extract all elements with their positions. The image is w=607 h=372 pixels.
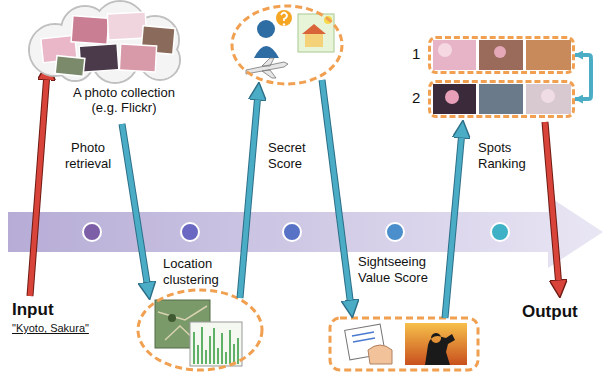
ranking-photos — [433, 40, 571, 114]
blossom — [445, 90, 459, 104]
cluster-bars — [229, 330, 231, 364]
step-dot — [83, 223, 101, 241]
map-cluster-figure — [138, 290, 262, 370]
query-label: "Kyoto, Sakura" — [12, 321, 89, 335]
output-arrow-outline — [545, 122, 559, 287]
photo — [433, 40, 476, 70]
ranking-box: 2 — [428, 80, 575, 118]
hand — [368, 345, 392, 364]
collection-caption: A photo collection (e.g. Flickr) — [62, 85, 186, 115]
timeline-band — [8, 196, 603, 268]
step-arrow-outline — [240, 93, 258, 298]
step-arrow-outline — [322, 80, 351, 307]
process-arrows — [30, 73, 559, 318]
step-label: Secret Score — [268, 140, 318, 172]
step-arrow — [240, 93, 258, 298]
blossom — [541, 89, 555, 103]
step-label: Spots Ranking — [478, 140, 534, 172]
person-body — [254, 46, 279, 58]
photo — [107, 12, 146, 40]
cluster-bars — [201, 327, 203, 364]
photo — [479, 40, 523, 70]
photo — [526, 84, 571, 114]
output-label: Output — [522, 302, 578, 322]
cluster-bars — [197, 345, 199, 364]
house-wall — [305, 34, 323, 47]
photo — [55, 56, 85, 77]
step-label: Location clustering — [163, 256, 233, 288]
rank-number: 2 — [412, 90, 420, 105]
photographer-picture — [405, 323, 467, 365]
question-dot — [283, 23, 285, 25]
cluster-bars — [221, 333, 223, 364]
map-cluster — [168, 314, 176, 322]
input-label: Input — [12, 300, 54, 320]
step-arrow-outline — [122, 124, 148, 289]
blossom — [494, 46, 506, 58]
cluster-bars — [225, 352, 227, 364]
cloud-outline — [20, 5, 185, 83]
cluster-bars — [233, 344, 235, 364]
cluster-bars — [213, 328, 215, 364]
cluster-bars — [205, 350, 207, 364]
step-arrow-outline — [445, 131, 462, 318]
step-arrow — [445, 131, 462, 318]
step-dot — [386, 223, 404, 241]
step-arrow — [322, 80, 351, 307]
input-arrow — [30, 73, 47, 296]
secret-score-figure — [232, 6, 342, 84]
photo — [526, 40, 571, 70]
photo — [119, 44, 156, 72]
photo — [479, 84, 523, 114]
vote-lines — [352, 332, 375, 342]
cluster-chart — [190, 322, 242, 366]
cluster-bars — [193, 332, 195, 364]
timeline-arrow — [8, 196, 603, 268]
step-dot — [181, 223, 199, 241]
step-label: Photo retrieval — [60, 140, 116, 172]
dashed-ellipse — [138, 290, 262, 370]
step-dot — [491, 223, 509, 241]
photo-collection-cloud: A photo collection (e.g. Flickr) — [20, 5, 185, 83]
step-arrow — [122, 124, 148, 289]
house-roof — [302, 24, 326, 34]
photo — [71, 16, 109, 44]
photo — [433, 84, 476, 114]
question-mark — [281, 13, 287, 22]
person-head — [257, 20, 275, 38]
input-arrow-outline — [30, 73, 47, 296]
cluster-bars — [217, 348, 219, 364]
cluster-bars — [237, 338, 239, 364]
question-bubble — [276, 10, 292, 26]
blossom — [438, 43, 452, 57]
output-arrow — [545, 122, 559, 287]
step-dot — [283, 223, 301, 241]
rank-number: 1 — [412, 46, 420, 61]
dashed-ellipse — [232, 6, 342, 84]
ranking-box: 1 — [428, 36, 575, 74]
step-label: Sightseeing Value Score — [358, 254, 436, 286]
photographer-silhouette — [425, 333, 455, 365]
dashed-box — [330, 318, 478, 370]
swap-connector — [575, 55, 591, 99]
cluster-bars — [194, 327, 238, 364]
cluster-bars — [209, 336, 211, 364]
sightseeing-figure — [330, 318, 478, 370]
